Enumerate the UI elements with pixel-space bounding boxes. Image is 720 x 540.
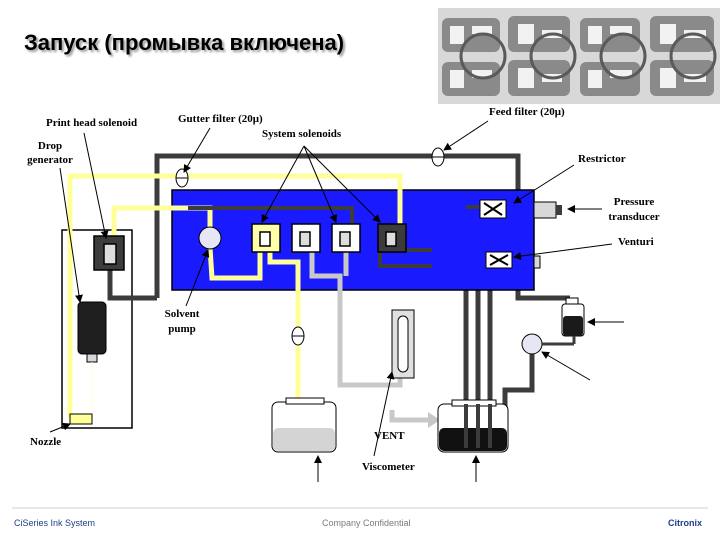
restrictor-valve-icon: [479, 199, 507, 219]
label-pressure-transducer-line1: Pressure: [613, 196, 655, 208]
ink-tank-icon: [437, 399, 509, 453]
pressure-transducer-icon: [533, 201, 562, 219]
feed-pump-icon: [521, 333, 543, 355]
label-solvent-pump-line2: pump: [168, 323, 196, 335]
solvent-tank-icon: [271, 397, 337, 453]
system-solenoid-icons: [251, 223, 407, 253]
cartridge-icon: [561, 297, 585, 337]
solvent-filter-icon: [291, 326, 305, 346]
label-solvent-pump-line1: Solvent: [164, 308, 200, 320]
label-vent: VENT: [374, 430, 405, 442]
label-drop-generator-line2: generator: [27, 154, 73, 166]
citronix-logo-image: [438, 8, 720, 104]
gutter-filter-icon: [175, 168, 189, 188]
callout-arrows: [49, 120, 624, 482]
venturi-valve-icon: [485, 251, 513, 269]
slide-title: Запуск (промывка включена): [24, 30, 345, 55]
label-nozzle: Nozzle: [30, 436, 62, 448]
label-print-head-solenoid: Print head solenoid: [46, 117, 138, 129]
label-drop-generator-line1: Drop: [37, 140, 63, 152]
solvent-lines: [67, 173, 403, 418]
footer-left-text: CiSeries Ink System: [14, 518, 96, 528]
solvent-pump-icon: [198, 226, 222, 250]
label-restrictor: Restrictor: [578, 153, 626, 165]
feed-filter-icon: [431, 147, 445, 167]
label-feed-filter: Feed filter (20μ): [489, 106, 565, 118]
drop-generator-icon: [77, 301, 107, 410]
label-venturi: Venturi: [618, 236, 654, 248]
footer-right-text: Citronix: [668, 518, 703, 528]
label-system-solenoids: System solenoids: [262, 128, 342, 140]
viscometer-icon: [391, 309, 415, 379]
label-gutter-filter: Gutter filter (20μ): [178, 113, 263, 125]
footer-center-text: Company Confidential: [322, 518, 411, 528]
print-head-solenoid-icon: [93, 235, 125, 271]
label-viscometer: Viscometer: [362, 461, 415, 473]
label-pressure-transducer-line2: transducer: [608, 211, 660, 223]
nozzle-icon: [69, 413, 93, 425]
